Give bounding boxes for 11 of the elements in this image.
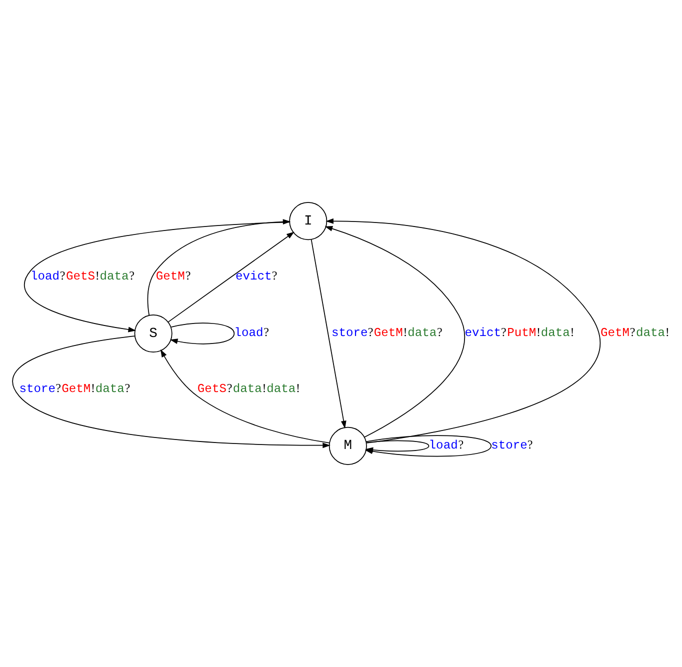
edge-label: GetM? [156, 268, 191, 284]
edge-label: evict? [235, 268, 278, 284]
edge-label: evict?PutM!data! [464, 324, 574, 340]
edge-label: store?GetM!data? [332, 324, 442, 340]
edge-label: load? [234, 324, 269, 340]
edge-label: GetS?data!data! [197, 381, 300, 396]
edge-label: GetM?data! [600, 324, 670, 340]
edge-label: load? [428, 437, 464, 452]
edge-label: load?GetS!data? [30, 268, 134, 284]
edge-label: store? [491, 437, 533, 452]
edge-label: store?GetM!data? [19, 381, 130, 396]
